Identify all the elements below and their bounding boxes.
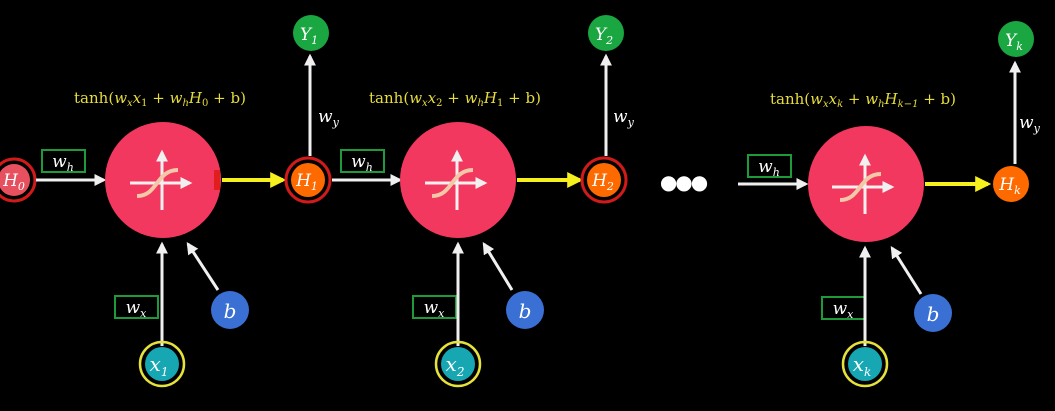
cell-k-hidden-state-node: Hk <box>993 166 1029 202</box>
cell-2-bias-arrow <box>482 241 514 291</box>
cell-1-hidden-state-node: H1 <box>284 156 332 204</box>
svg-text:H2: H2 <box>591 171 614 193</box>
cell-1-sigmoid-curve <box>136 168 179 198</box>
svg-text:wx: wx <box>126 298 148 320</box>
cell-1-wy-weight-label: wy <box>318 107 340 129</box>
svg-text:Y1: Y1 <box>300 25 318 47</box>
cell-2-wh-weight-label: wh <box>340 149 385 174</box>
cell-2-formula: tanh(wxx2 + whH1 + b) <box>369 89 541 109</box>
svg-text:H0: H0 <box>2 171 25 193</box>
cell-1-wh-weight-label: wh <box>41 149 86 174</box>
rnn-cell-1: tanh(wxx1 + whH0 + b) wh wx x1 <box>36 15 340 388</box>
svg-text:xk: xk <box>853 352 872 379</box>
cell-2-input-node: x2 <box>434 340 482 388</box>
cell-k-bias-arrow <box>890 245 923 295</box>
cell-k-wx-weight-label: wx <box>821 296 866 321</box>
cell-1-output-node: Y1 <box>293 15 329 51</box>
svg-text:x1: x1 <box>150 352 169 379</box>
cell-k-tanh-neuron <box>808 126 924 242</box>
svg-text:wh: wh <box>52 152 74 174</box>
svg-text:wx: wx <box>424 298 446 320</box>
cell-k-output-node: Yk <box>998 21 1034 57</box>
svg-text:b: b <box>224 299 237 323</box>
svg-text:b: b <box>519 299 532 323</box>
cell-2-bias-node: b <box>506 291 544 329</box>
cell-2-wy-weight-label: wy <box>613 107 635 129</box>
cell-k-sigmoid-curve <box>839 172 882 202</box>
sequence-ellipsis: ●●● <box>660 170 708 194</box>
cell-2-output-node: Y2 <box>588 15 624 51</box>
svg-text:wh: wh <box>351 152 373 174</box>
cell-1-input-node: x1 <box>138 340 186 388</box>
svg-text:Hk: Hk <box>998 175 1021 197</box>
cell-k-wh-weight-label: wh <box>747 154 792 179</box>
svg-text:Yk: Yk <box>1005 31 1023 53</box>
svg-text:Y2: Y2 <box>595 25 613 47</box>
svg-text:H1: H1 <box>295 171 318 193</box>
cell-1-wx-weight-label: wx <box>114 295 159 320</box>
cell-1-bias-node: b <box>211 291 249 329</box>
rnn-cell-2: tanh(wxx2 + whH1 + b) wh wx x2 b <box>332 15 635 388</box>
cell-1-formula: tanh(wxx1 + whH0 + b) <box>74 89 246 109</box>
initial-hidden-state-node: H0 <box>0 157 37 203</box>
cell-2-hidden-state-node: H2 <box>580 156 628 204</box>
cell-k-input-node: xk <box>841 340 889 388</box>
svg-text:b: b <box>927 302 940 326</box>
svg-text:wx: wx <box>833 299 855 321</box>
cell-2-tanh-neuron <box>400 122 516 238</box>
svg-text:wh: wh <box>758 157 780 179</box>
cell-2-sigmoid-curve <box>431 168 474 198</box>
svg-text:x2: x2 <box>446 352 465 379</box>
cell-k-wy-weight-label: wy <box>1019 113 1041 135</box>
cell-1-bias-arrow <box>186 241 220 291</box>
cell-2-wx-weight-label: wx <box>412 295 457 320</box>
cell-1-tanh-neuron <box>105 122 221 238</box>
cell-k-bias-node: b <box>914 294 952 332</box>
cell-k-formula: tanh(wxxk + whHk−1 + b) <box>770 90 956 110</box>
rnn-cell-k: tanh(wxxk + whHk−1 + b) wh wx xk b <box>738 21 1041 388</box>
